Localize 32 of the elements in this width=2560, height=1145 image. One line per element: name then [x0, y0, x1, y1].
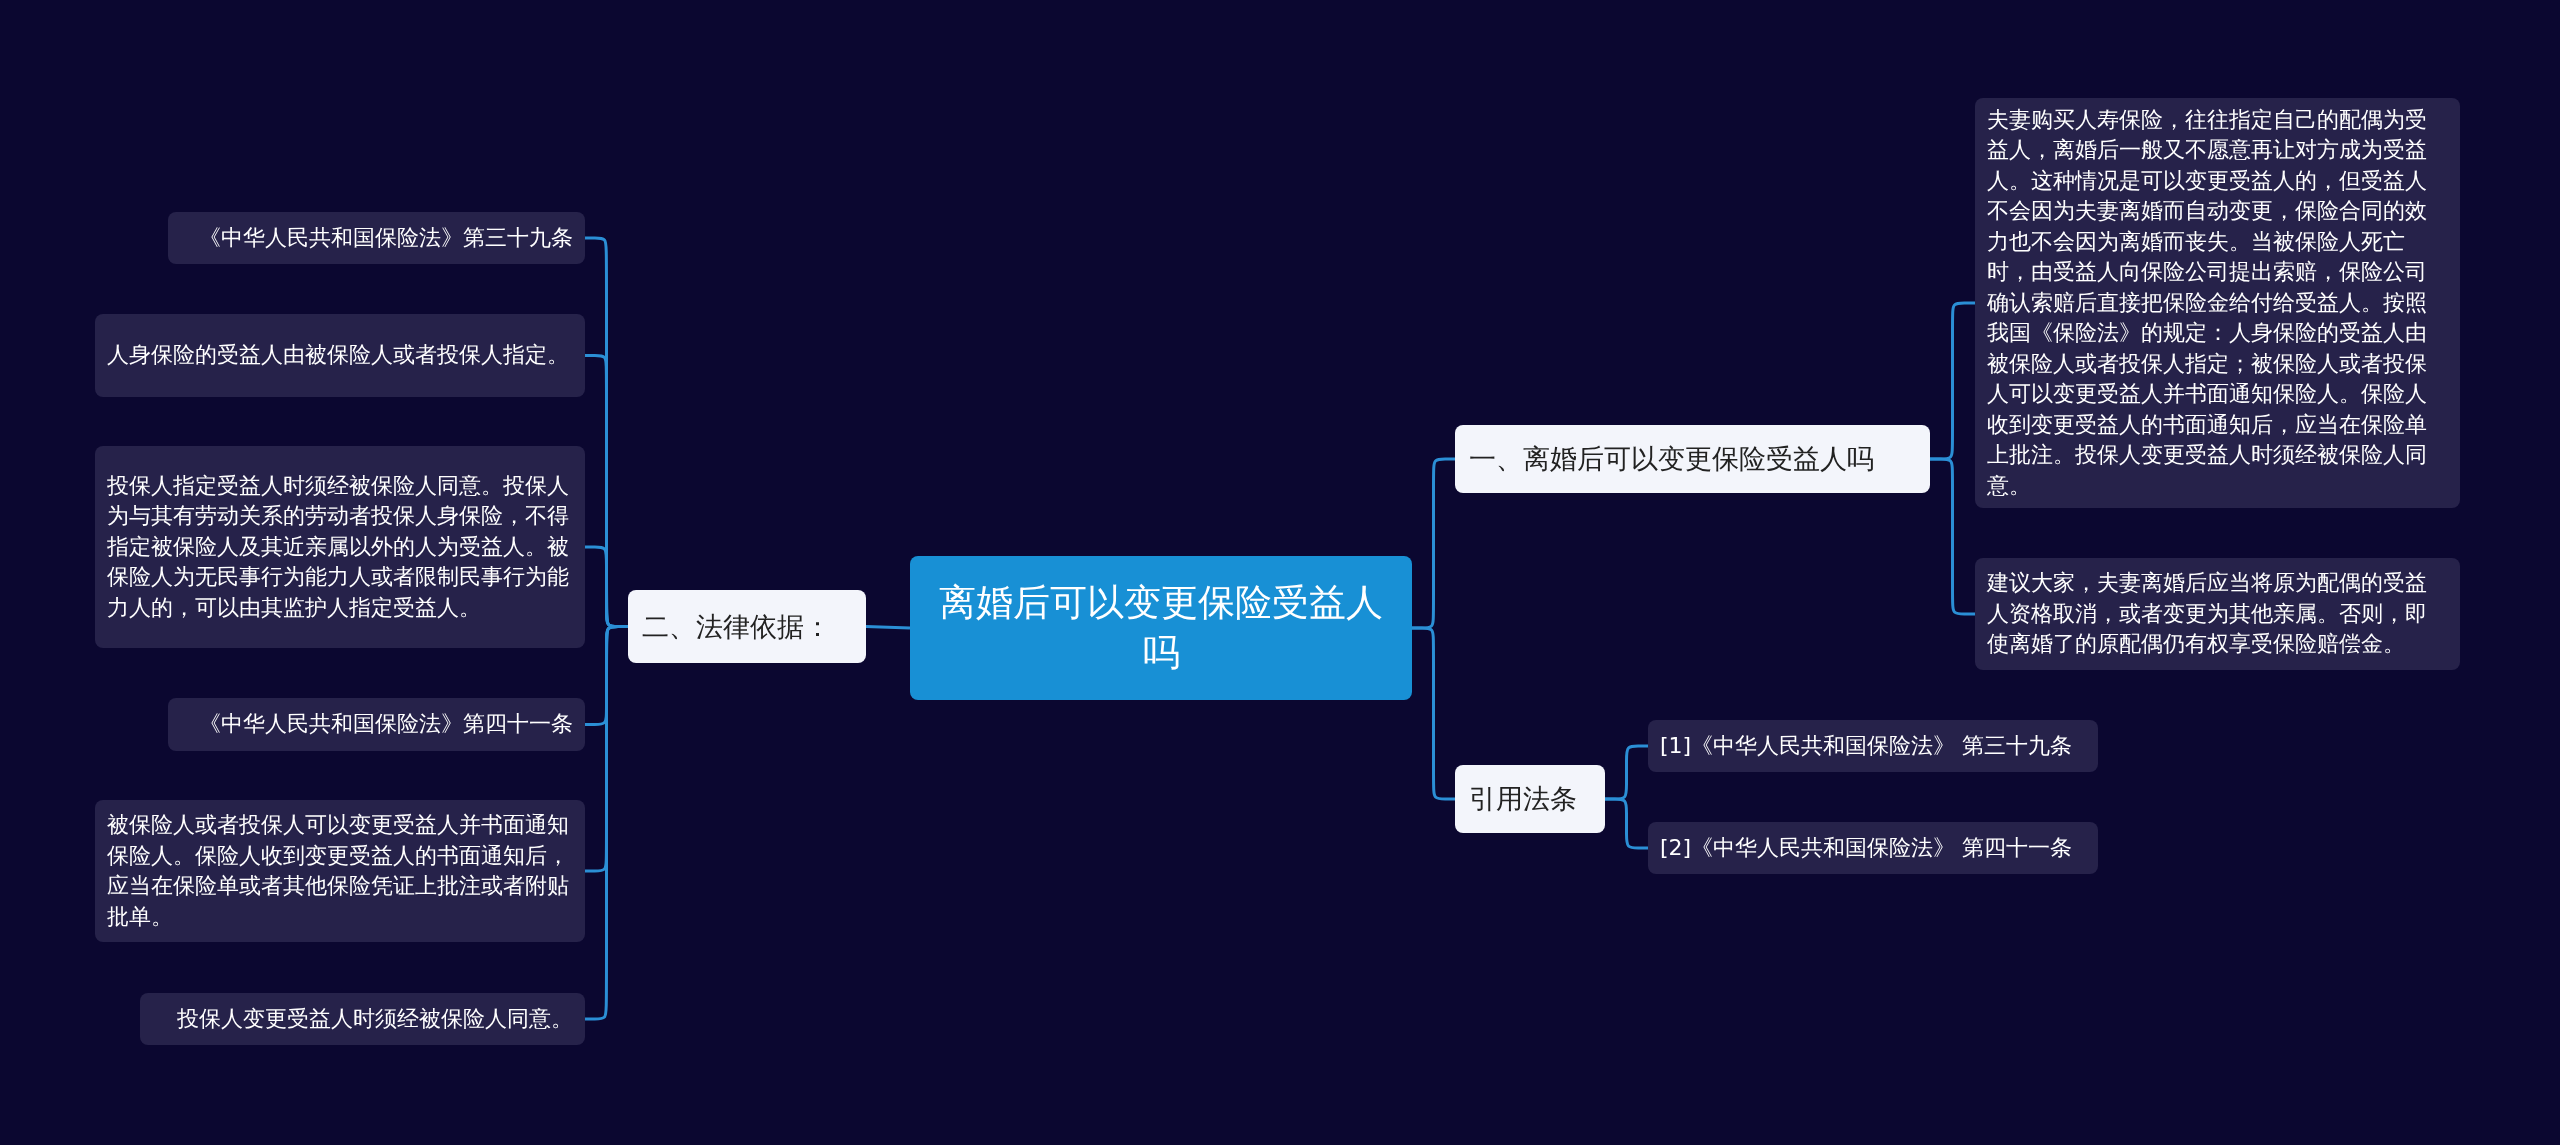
- node-text: 投保人指定受益人时须经被保险人同意。投保人为与其有劳动关系的劳动者投保人身保险，不得指定被保险人及其近亲属以外的人为受益人。被保险人为无民事行为能力人或者限制民事行为能力人的，可以由其监护人指定受益人。: [107, 471, 570, 622]
- topic-box: [1455, 425, 1930, 493]
- topic-box: [1455, 765, 1605, 833]
- note-card: [140, 993, 585, 1045]
- central-topic-box: [910, 556, 1412, 700]
- node-text: 二、法律依据：: [642, 609, 831, 644]
- note-card: [1648, 822, 2098, 874]
- node-text: 被保险人或者投保人可以变更受益人并书面通知保险人。保险人收到变更受益人的书面通知后，应当在保险单或者其他保险凭证上批注或者附贴批单。: [107, 811, 570, 931]
- connector: [1930, 457, 1975, 616]
- connector: [865, 625, 911, 630]
- node-text: 《中华人民共和国保险法》第三十九条: [199, 223, 573, 252]
- node-text: 离婚后可以变更保险受益人吗: [938, 580, 1384, 676]
- node-text: 投保人变更受益人时须经被保险人同意。: [177, 1004, 573, 1033]
- node-text: [1]《中华人民共和国保险法》 第三十九条: [1660, 731, 2073, 760]
- node-text: [2]《中华人民共和国保险法》 第四十一条: [1660, 833, 2073, 862]
- connector: [585, 625, 628, 1021]
- note-card: [1648, 720, 2098, 772]
- connector: [1605, 797, 1648, 850]
- note-card: [168, 698, 585, 751]
- note-card: [168, 212, 585, 264]
- node-text: 夫妻购买人寿保险，往往指定自己的配偶为受益人，离婚后一般又不愿意再让对方成为受益人。这种情况是可以变更受益人的，但受益人不会因为夫妻离婚而自动变更，保险合同的效力也不会因为离婚而丧失。当被保险人死亡时，由受益人向保险公司提出索赔，保险公司确认索赔后直接把保险金给付给受益人。按照我国《保险法》的规定：人身保险的受益人由被保险人或者投保人指定；被保险人或者投保人可以变更受益人并书面通知保险人。保险人收到变更受益人的书面通知后，应当在保险单上批注。投保人变更受益人时须经被保险人同意。: [1987, 105, 2428, 500]
- note-card: [95, 446, 585, 648]
- note-card: [95, 800, 585, 942]
- connector: [1412, 626, 1455, 801]
- node-text: 人身保险的受益人由被保险人或者投保人指定。: [107, 341, 569, 370]
- node-text: 《中华人民共和国保险法》第四十一条: [199, 710, 573, 739]
- note-card: [1975, 558, 2460, 670]
- node-text: 建议大家，夫妻离婚后应当将原为配偶的受益人资格取消，或者变更为其他亲属。否则，即使离婚了的原配偶仍有权享受保险赔偿金。: [1987, 569, 2428, 659]
- node-text: 引用法条: [1469, 782, 1577, 816]
- topic-box: [628, 590, 866, 663]
- node-text: 一、离婚后可以变更保险受益人吗: [1469, 442, 1874, 476]
- note-card: [95, 314, 585, 397]
